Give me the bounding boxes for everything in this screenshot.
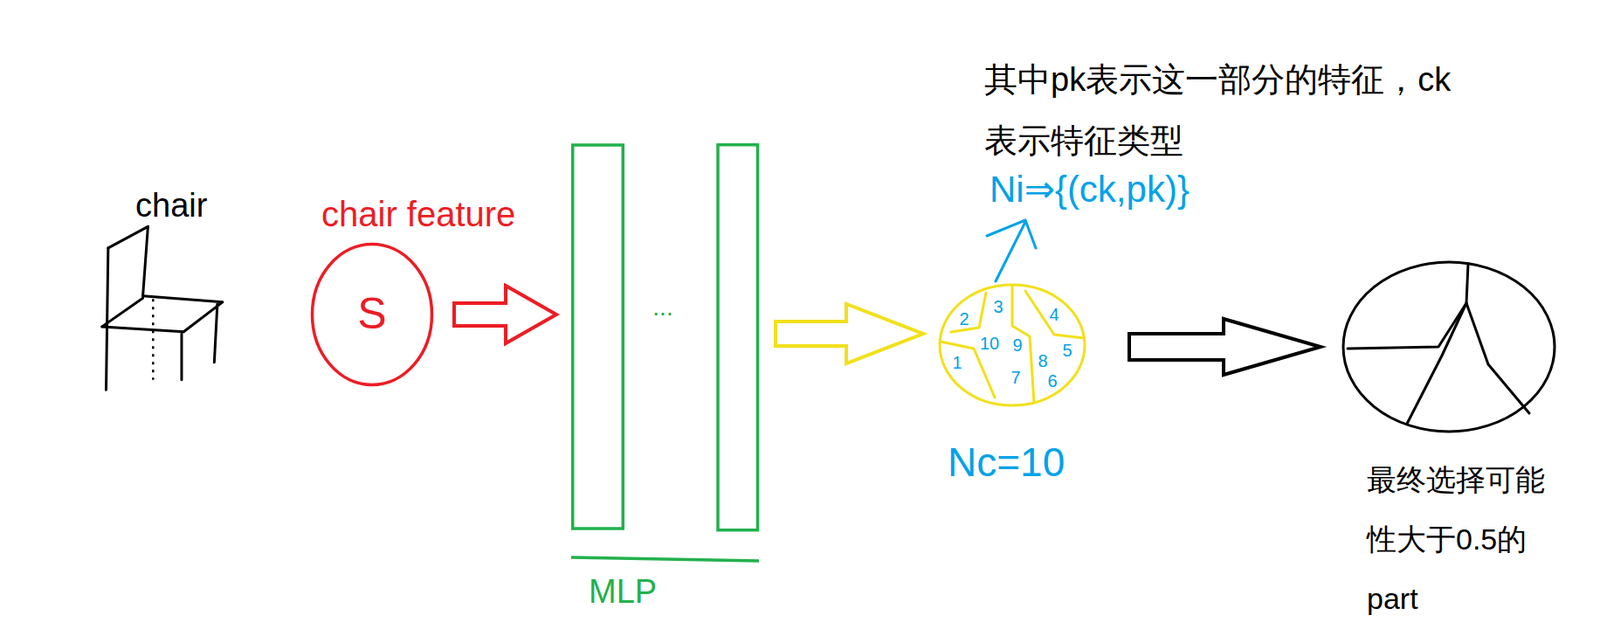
part-number: 4 [1048,304,1059,325]
part-number: 6 [1047,371,1057,392]
output-region-outline [1340,259,1558,435]
chair-stroke [179,333,183,380]
part-number: 7 [1010,367,1021,388]
group-bracket [571,557,759,561]
region-outline [1343,262,1555,432]
count-label: Nc=10 [947,439,1065,486]
mlp-block-outline [571,143,761,620]
feature-label: chair feature [321,193,516,235]
feature-circle: S [309,241,435,388]
output-arrow [775,303,924,364]
part-boundary [951,292,987,332]
feature-arrow [454,285,557,344]
part-number: 9 [1012,335,1022,356]
note-text: 其中pk表示这一部分的特征，ck表示特征类型 [984,48,1466,172]
part-boundary [1406,303,1467,424]
layer-bar [717,144,759,531]
part-number: 8 [1037,351,1048,372]
selection-arrow [1129,318,1321,375]
feature-symbol: S [357,289,387,340]
chair-stroke [102,326,184,332]
chair-stroke [106,248,109,390]
part-number: 1 [951,352,962,373]
chair-stroke [108,226,149,249]
chair-stroke [213,303,218,363]
mlp-block: ... MLP [571,143,761,620]
chair-stroke [143,226,149,296]
chair-stroke [143,296,223,303]
part-boundary [1025,290,1084,338]
chair-hidden-leg [151,298,155,380]
output-region: 最终选择可能性大于0.5的part [1340,259,1558,435]
formula-label: Ni⇒{(ck,pk)} [989,168,1190,211]
region-outline [312,244,433,386]
block-title: MLP [588,572,657,612]
part-number: 2 [958,309,969,330]
part-number: 3 [993,296,1003,318]
output-caption: 最终选择可能性大于0.5的part [1366,449,1547,628]
object-label: chair [135,186,207,226]
region-outline [939,284,1085,406]
ellipsis-mark: ... [652,293,673,322]
leader-arrowhead [986,220,1036,249]
layer-bar [572,144,624,529]
chair-stroke [102,297,144,327]
part-number: 5 [1062,340,1072,361]
part-region: 2 3 4 10 985 1 7 6 [937,282,1088,408]
part-number: 10 [979,333,1000,354]
part-boundary [1466,303,1530,414]
